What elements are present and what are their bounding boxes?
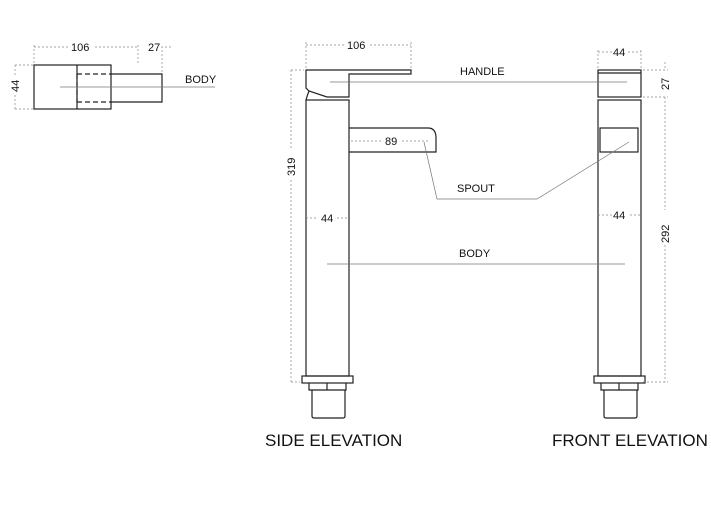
callouts: HANDLE SPOUT BODY xyxy=(327,66,630,265)
front-handle-dim: 27 xyxy=(660,78,672,90)
front-body-dim: 44 xyxy=(613,210,625,222)
handle-label: HANDLE xyxy=(460,66,505,78)
front-width-dim: 44 xyxy=(613,47,625,59)
top-body-label: BODY xyxy=(185,74,217,86)
front-height-dim: 292 xyxy=(660,225,672,243)
top-width-dim: 106 xyxy=(71,42,89,54)
front-elevation-title: FRONT ELEVATION xyxy=(552,431,708,450)
side-height-dim: 319 xyxy=(286,158,298,176)
side-handle-dim: 106 xyxy=(347,40,365,52)
side-elevation: 106 319 89 44 SIDE ELEVATION xyxy=(265,40,437,450)
top-height-dim: 44 xyxy=(10,80,22,92)
top-offset-dim: 27 xyxy=(148,42,160,54)
top-view: 106 27 44 BODY xyxy=(10,42,217,110)
side-spout-dim: 89 xyxy=(385,136,397,148)
side-elevation-title: SIDE ELEVATION xyxy=(265,431,402,450)
spout-label: SPOUT xyxy=(457,183,495,195)
side-body-dim: 44 xyxy=(321,213,333,225)
front-elevation: 44 27 292 44 FRONT ELEVATION xyxy=(552,47,708,450)
body-label: BODY xyxy=(459,248,491,260)
